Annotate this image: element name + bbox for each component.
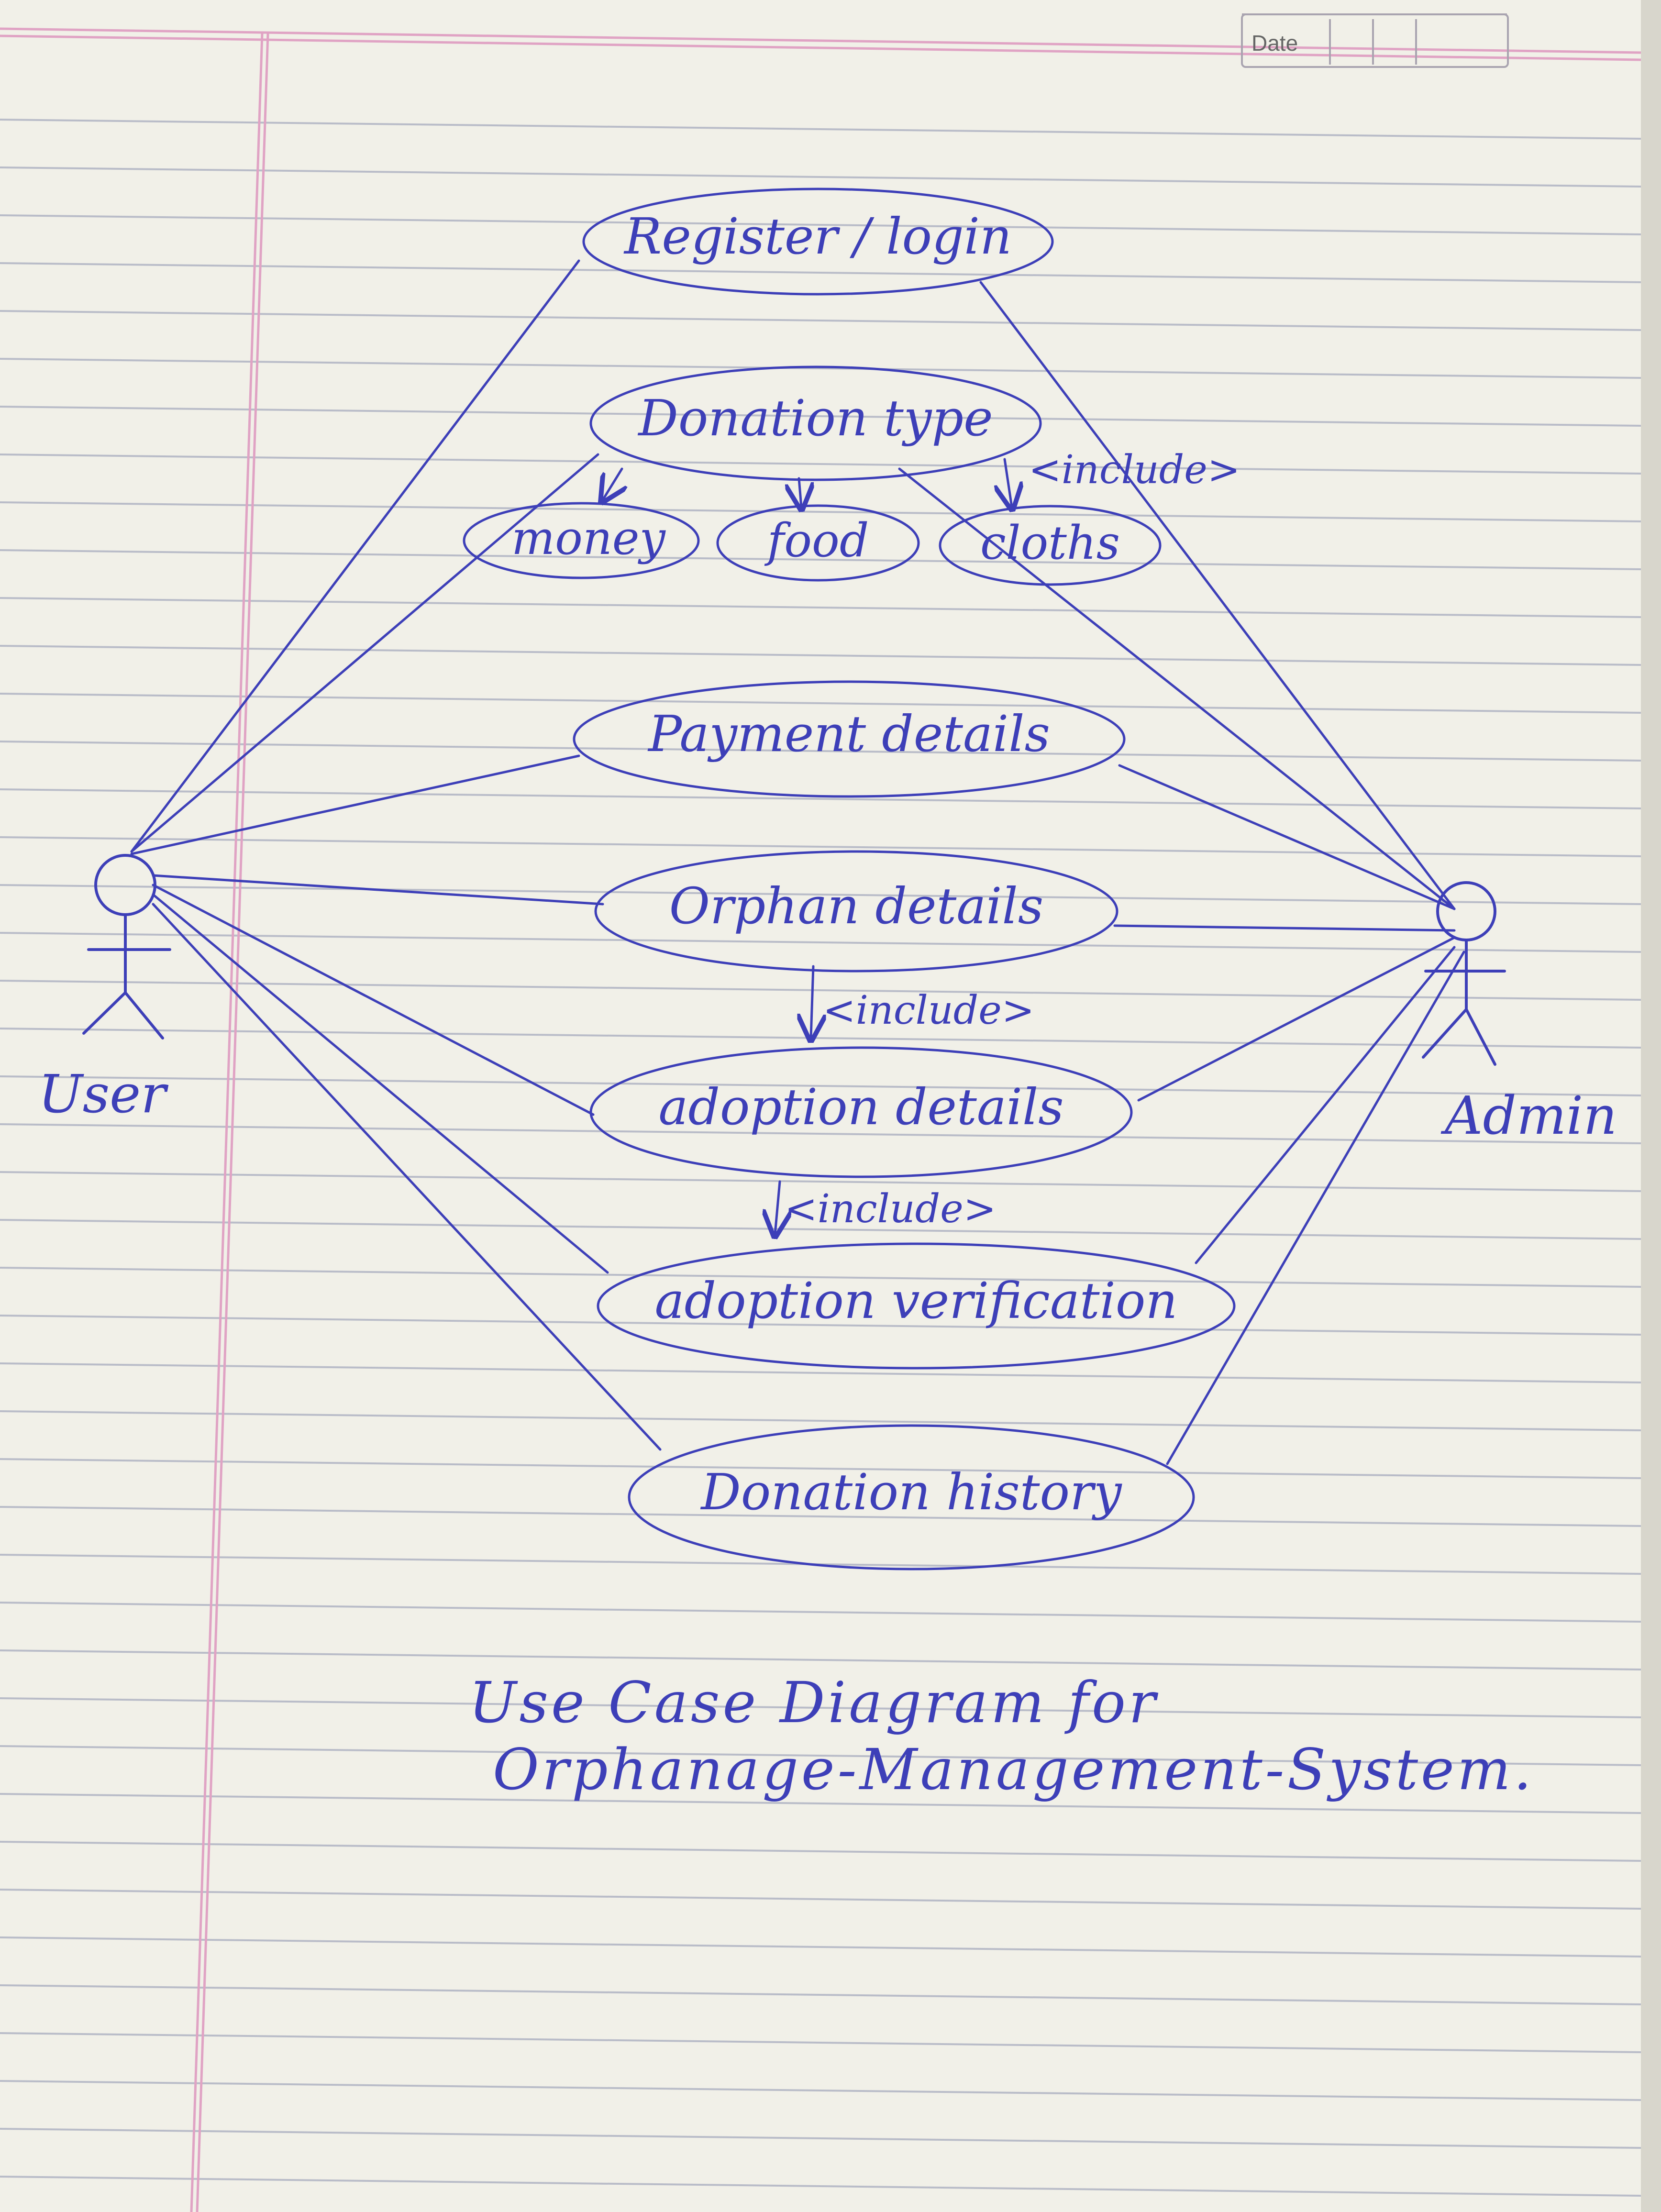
actor-user[interactable] — [82, 854, 171, 1040]
ruled-line — [0, 1506, 1641, 1527]
ruled-line — [0, 1936, 1641, 1958]
ruled-line — [0, 836, 1641, 857]
use-case-orphan-details[interactable]: Orphan details — [594, 850, 1118, 973]
ruled-line — [0, 406, 1641, 427]
desk-edge — [1641, 0, 1661, 2212]
actor-admin[interactable] — [1422, 881, 1506, 1066]
ruled-line — [0, 932, 1641, 953]
ruled-line — [0, 501, 1641, 522]
diagram-caption-line-1: Use Case Diagram for — [469, 1670, 1159, 1736]
ruled-line — [0, 1984, 1641, 2005]
use-case-label: Orphan details — [669, 877, 1043, 935]
include-arrows — [603, 458, 1012, 1234]
ruled-line — [0, 788, 1641, 809]
ruled-line — [0, 2080, 1641, 2101]
ruled-line — [0, 119, 1641, 140]
ruled-line — [0, 2128, 1641, 2149]
ruled-line — [0, 1267, 1641, 1288]
actor-admin-label: Admin — [1440, 1085, 1617, 1146]
ruled-line — [0, 1793, 1641, 1814]
ruled-line — [0, 980, 1641, 1001]
margin-lines — [0, 27, 1641, 2212]
use-case-label: cloths — [980, 516, 1120, 570]
use-case-label: Donation type — [637, 389, 993, 447]
ruled-line — [0, 549, 1641, 570]
ruled-line — [0, 1171, 1641, 1192]
ruled-line — [0, 1841, 1641, 1862]
ruled-line — [0, 2032, 1641, 2053]
use-case-money[interactable]: money — [463, 502, 700, 579]
use-case-food[interactable]: food — [716, 504, 920, 582]
include-stereotype: <include> — [823, 988, 1034, 1033]
use-case-label: Payment details — [647, 705, 1050, 763]
ruled-line — [0, 597, 1641, 618]
use-case-label: adoption verification — [654, 1272, 1177, 1330]
use-case-register-login[interactable]: Register / login — [582, 188, 1054, 296]
use-case-adoption-details[interactable]: adoption details — [589, 1046, 1133, 1178]
ruled-line — [0, 1602, 1641, 1623]
ruled-line — [0, 358, 1641, 379]
ruled-line — [0, 1123, 1641, 1144]
association-lines — [130, 259, 1465, 1465]
use-case-label: adoption details — [658, 1078, 1063, 1136]
ruled-line — [0, 693, 1641, 714]
ruled-line — [0, 645, 1641, 666]
ruled-line — [0, 453, 1641, 475]
date-box: Date — [1241, 13, 1509, 68]
ruled-line — [0, 214, 1641, 235]
include-stereotype: <include> — [1029, 447, 1240, 493]
use-case-payment-details[interactable]: Payment details — [573, 680, 1126, 798]
ruled-line — [0, 1362, 1641, 1383]
use-case-donation-type[interactable]: Donation type — [589, 365, 1042, 481]
ruled-line — [0, 1889, 1641, 1910]
ruled-lines — [0, 119, 1641, 2197]
ruled-line — [0, 1075, 1641, 1096]
ruled-line — [0, 310, 1641, 331]
date-label: Date — [1251, 31, 1298, 55]
use-case-label: money — [511, 511, 666, 565]
use-case-label: food — [764, 514, 869, 567]
include-stereotype: <include> — [785, 1186, 996, 1232]
use-case-adoption-verification[interactable]: adoption verification — [597, 1242, 1236, 1370]
ruled-line — [0, 884, 1641, 905]
ruled-line — [0, 1697, 1641, 1718]
use-case-donation-history[interactable]: Donation history — [628, 1424, 1195, 1571]
diagram-caption-line-2: Orphanage-Management-System. — [493, 1736, 1534, 1803]
actor-user-label: User — [38, 1063, 169, 1125]
ruled-line — [0, 741, 1641, 762]
ruled-line — [0, 262, 1641, 283]
ruled-line — [0, 1315, 1641, 1336]
ruled-line — [0, 1745, 1641, 1766]
ruled-line — [0, 1219, 1641, 1240]
use-case-label: Donation history — [700, 1463, 1122, 1521]
ruled-line — [0, 1410, 1641, 1431]
use-case-label: Register / login — [623, 207, 1012, 265]
ruled-line — [0, 1649, 1641, 1670]
ruled-line — [0, 2176, 1641, 2197]
use-case-cloths[interactable]: cloths — [939, 505, 1162, 586]
ruled-line — [0, 1458, 1641, 1479]
ruled-line — [0, 166, 1641, 188]
